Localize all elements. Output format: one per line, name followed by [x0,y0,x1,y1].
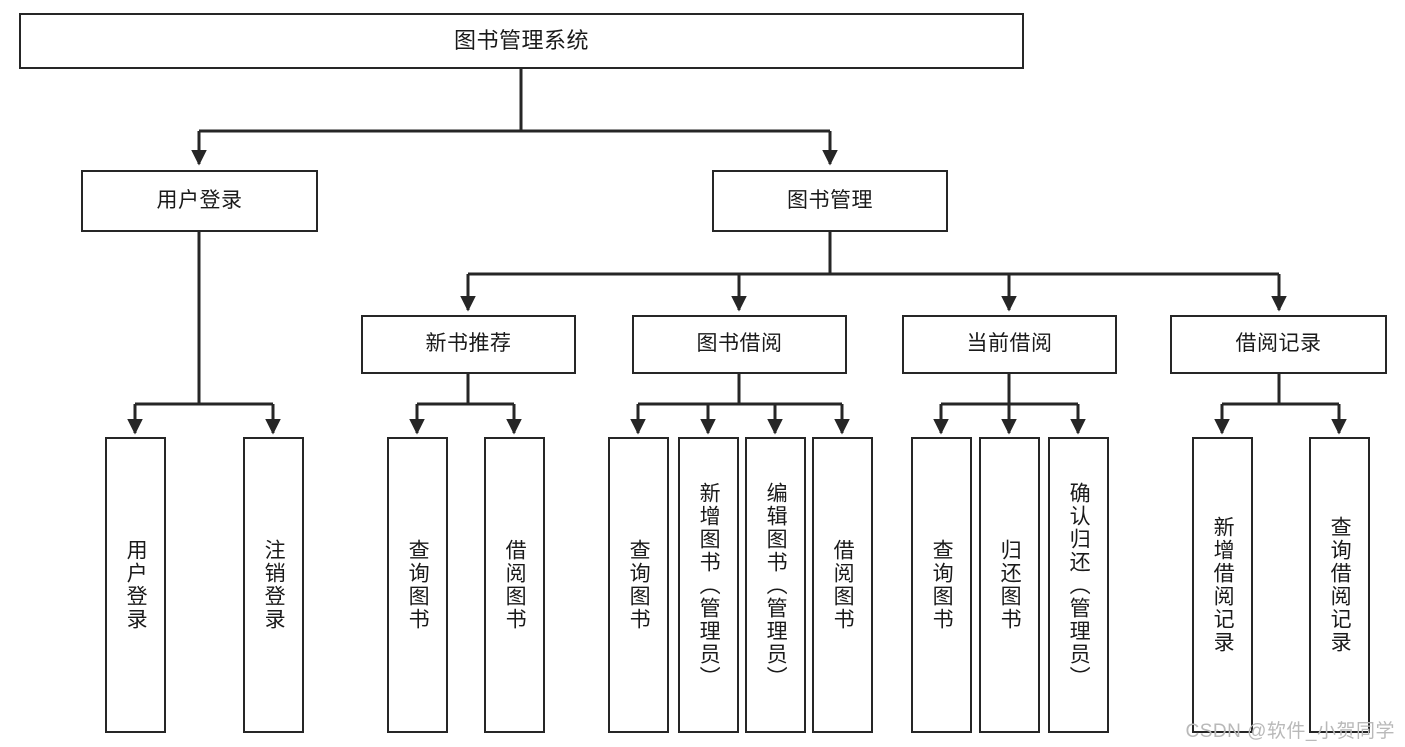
node-borrow-records[interactable]: 借阅记录 [1170,315,1387,374]
node-label: 查询图书 [406,539,430,631]
node-label: 编辑图书（管理员） [764,481,788,689]
leaf-recommend-borrow-book[interactable]: 借阅图书 [484,437,545,733]
node-current-borrow[interactable]: 当前借阅 [902,315,1117,374]
node-book-borrow[interactable]: 图书借阅 [632,315,847,374]
leaf-current-confirm-return-admin[interactable]: 确认归还（管理员） [1048,437,1109,733]
node-root-system[interactable]: 图书管理系统 [19,13,1024,69]
leaf-borrow-borrow-book[interactable]: 借阅图书 [812,437,873,733]
node-label: 查询图书 [930,539,954,631]
node-label: 归还图书 [998,539,1022,631]
node-label: 借阅图书 [503,539,527,631]
node-user-login[interactable]: 用户登录 [81,170,318,232]
leaf-user-login-logout[interactable]: 注销登录 [243,437,304,733]
node-label: 借阅记录 [1235,332,1322,356]
node-label: 图书管理系统 [453,28,589,54]
node-label: 查询图书 [627,539,651,631]
node-label: 用户登录 [124,539,148,631]
leaf-user-login-login[interactable]: 用户登录 [105,437,166,733]
node-label: 查询借阅记录 [1328,516,1352,654]
node-label: 用户登录 [156,188,243,212]
leaf-borrow-edit-book-admin[interactable]: 编辑图书（管理员） [745,437,806,733]
node-label: 确认归还（管理员） [1067,481,1091,689]
node-book-management[interactable]: 图书管理 [712,170,948,232]
node-label: 新增借阅记录 [1211,516,1235,654]
leaf-recommend-query-book[interactable]: 查询图书 [387,437,448,733]
node-label: 当前借阅 [966,332,1053,356]
leaf-current-query-book[interactable]: 查询图书 [911,437,972,733]
leaf-current-return-book[interactable]: 归还图书 [979,437,1040,733]
node-label: 图书借阅 [696,332,783,356]
leaf-records-query-record[interactable]: 查询借阅记录 [1309,437,1370,733]
node-label: 图书管理 [787,188,873,212]
node-label: 新增图书（管理员） [697,481,721,689]
leaf-borrow-query-book[interactable]: 查询图书 [608,437,669,733]
node-label: 注销登录 [262,539,286,631]
leaf-records-add-record[interactable]: 新增借阅记录 [1192,437,1253,733]
node-label: 借阅图书 [831,539,855,631]
leaf-borrow-add-book-admin[interactable]: 新增图书（管理员） [678,437,739,733]
node-label: 新书推荐 [425,332,512,356]
node-new-book-recommend[interactable]: 新书推荐 [361,315,576,374]
